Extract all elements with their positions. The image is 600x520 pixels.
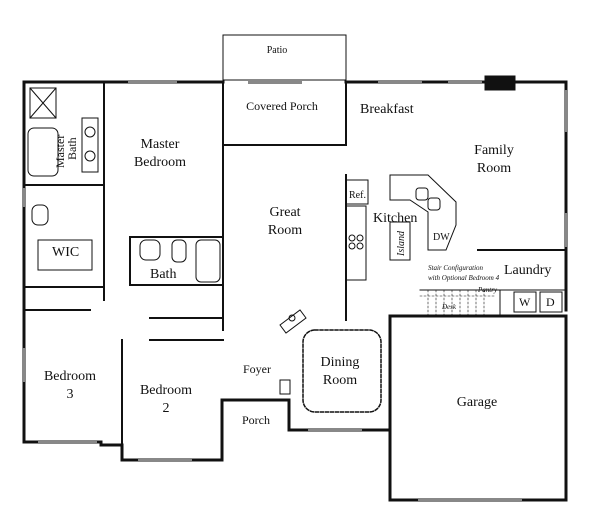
patio-label: Patio (267, 45, 288, 56)
laundry-label: Laundry (504, 263, 551, 278)
bath-sink (139, 239, 161, 261)
island-label: Island (396, 230, 407, 257)
foyer-sink (288, 314, 296, 322)
washer (513, 291, 537, 313)
covered-porch-walls (222, 81, 347, 146)
dining-room-label-1: Dining (321, 355, 360, 370)
patio-outline (222, 34, 347, 81)
bedroom3-label-1: Bedroom (44, 369, 96, 384)
ref-label: Ref. (349, 190, 366, 201)
wall-bath (129, 236, 224, 286)
washer-label: W (519, 295, 531, 309)
stair-note-1: Stair Configuration (428, 264, 484, 272)
master-bedroom-label-1: Master (141, 137, 180, 152)
sink-1 (84, 126, 96, 138)
burner-2 (356, 234, 364, 242)
wic-label: WIC (52, 245, 79, 260)
bath-toilet (171, 239, 187, 263)
refrigerator (345, 179, 369, 205)
family-room-label-1: Family (474, 143, 514, 158)
kitchen-label: Kitchen (373, 211, 417, 226)
dining-area-outline (302, 329, 382, 413)
dining-room-label-2: Room (323, 373, 357, 388)
burner-3 (348, 242, 356, 250)
dw-label: DW (433, 232, 450, 243)
shower-x-mark (29, 87, 57, 119)
stairs (419, 289, 497, 317)
master-bedroom-label-2: Bedroom (134, 155, 186, 170)
burner-1 (348, 234, 356, 242)
kitchen-sink-1 (415, 187, 429, 201)
bedroom3-label-2: 3 (67, 387, 74, 402)
garage-label: Garage (457, 395, 497, 410)
garage-walls (388, 314, 568, 502)
sink-2 (84, 150, 96, 162)
exterior-wall-bedroom2 (99, 398, 224, 462)
bedroom2-label-2: 2 (163, 401, 170, 416)
shower (29, 87, 57, 119)
dryer-label: D (546, 295, 555, 309)
fireplace (484, 75, 516, 91)
great-room-label-2: Room (268, 223, 302, 238)
kitchen-counter (345, 205, 367, 281)
pantry-label: Pantry (477, 286, 498, 294)
wic-shelf (37, 239, 93, 271)
foyer-console (279, 309, 307, 334)
toilet-master (31, 204, 49, 226)
foyer-label: Foyer (243, 362, 271, 376)
family-room-label-2: Room (477, 161, 511, 176)
breakfast-label: Breakfast (360, 102, 414, 117)
kitchen-sink-2 (427, 197, 441, 211)
kitchen-island (389, 221, 411, 261)
great-room-label-1: Great (269, 205, 300, 220)
bedroom2-label-1: Bedroom (140, 383, 192, 398)
porch-label: Porch (242, 413, 270, 427)
master-bath-label-2: Bath (65, 137, 79, 160)
master-tub (27, 127, 59, 177)
master-vanity (81, 117, 99, 173)
foyer-closet (279, 379, 291, 395)
master-bath-label-1: Master (53, 135, 67, 168)
desk-label: Desk (441, 303, 457, 311)
covered-porch-label: Covered Porch (246, 99, 318, 113)
wall-closets (149, 317, 224, 341)
kitchen-peninsula (389, 174, 457, 251)
stair-note-2: with Optional Bedroom 4 (428, 274, 500, 282)
bath-tub (195, 239, 221, 283)
dryer (539, 291, 563, 313)
bath-label: Bath (150, 267, 176, 282)
burner-4 (356, 242, 364, 250)
windows (22, 80, 568, 502)
